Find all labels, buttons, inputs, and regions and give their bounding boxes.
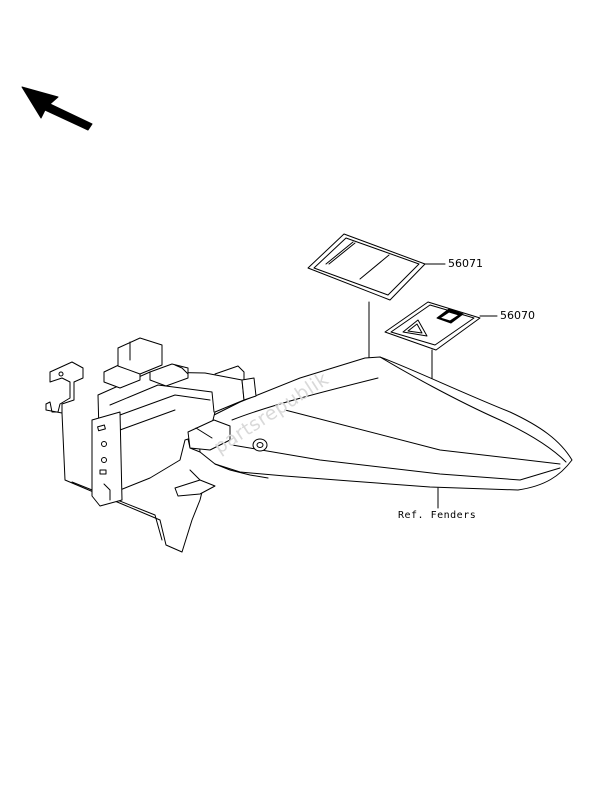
label-56071-drawing [307,233,426,301]
subframe-drawing [45,337,257,553]
label-56070-drawing [384,301,481,351]
reference-fenders-label: Ref. Fenders [398,510,477,521]
part-number-56070: 56070 [500,309,535,322]
rear-fender-drawing [185,356,573,491]
part-number-56071: 56071 [448,257,483,270]
arrow-up-left-icon [21,86,93,131]
